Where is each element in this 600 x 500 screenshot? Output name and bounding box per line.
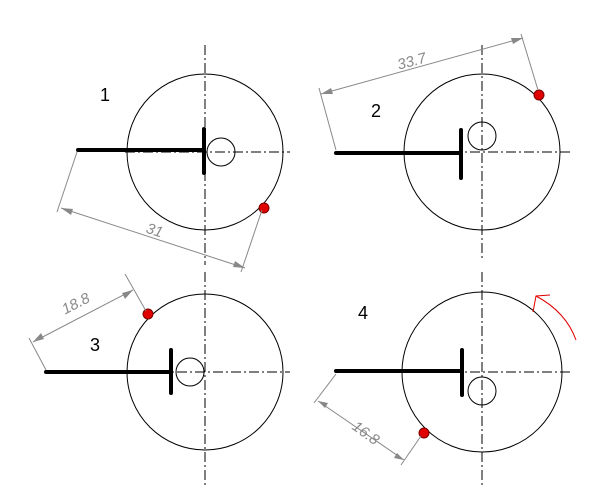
extension-line <box>520 33 539 91</box>
pin-marker-icon <box>142 308 154 320</box>
extension-line <box>313 373 337 404</box>
panel-label: 4 <box>358 303 368 323</box>
extension-line <box>28 337 47 371</box>
pin-marker-icon <box>418 427 430 439</box>
dimension-value: 16.8 <box>349 418 383 449</box>
panel-label: 3 <box>90 335 100 355</box>
dimension-value: 18.8 <box>59 289 93 318</box>
dimension-arrow <box>33 333 44 342</box>
extension-line <box>318 87 337 151</box>
pin-marker-icon <box>258 202 270 214</box>
panel-2: 33.7 2 <box>318 33 570 260</box>
pin-marker-icon <box>533 89 545 101</box>
dimension-arrow <box>233 261 245 268</box>
dimension-line <box>320 37 524 95</box>
panel-1: 31 1 <box>56 45 290 273</box>
extension-line <box>400 435 422 466</box>
dimension-line <box>60 207 246 269</box>
extension-line <box>56 151 78 213</box>
dimension-value: 31 <box>144 220 165 241</box>
rotation-arrow-icon <box>532 294 577 341</box>
dimension-arrow <box>122 290 133 299</box>
dimension-arrow <box>61 208 73 215</box>
extension-line <box>240 209 263 273</box>
dimension-arrow <box>394 453 404 460</box>
panel-4: 16.8 4 <box>313 272 577 485</box>
extension-line <box>124 273 147 312</box>
dimension-value: 33.7 <box>396 49 429 73</box>
panel-label: 2 <box>371 101 381 121</box>
panel-label: 1 <box>100 85 110 105</box>
panel-3: 18.8 3 <box>28 272 290 485</box>
dimension-line <box>32 289 134 343</box>
dimension-arrow <box>511 38 523 44</box>
dimension-line <box>317 400 405 461</box>
dimension-arrow <box>321 88 333 94</box>
dimension-arrow <box>318 401 328 408</box>
